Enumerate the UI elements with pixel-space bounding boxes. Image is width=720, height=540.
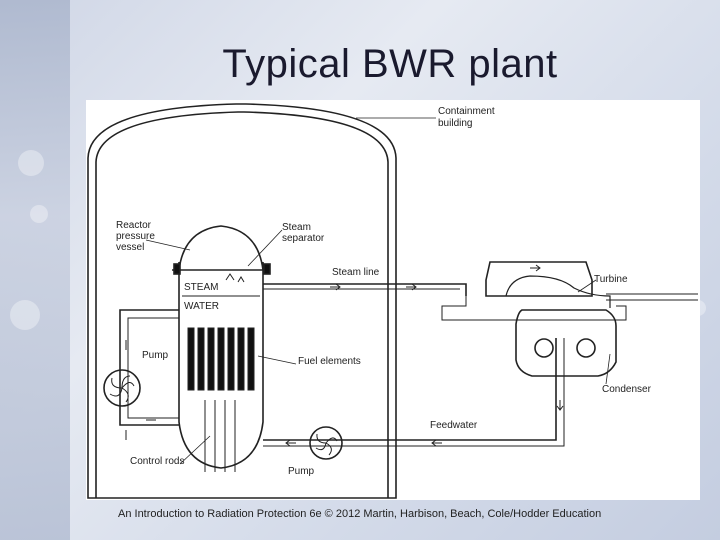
background-band — [0, 0, 70, 540]
recirculation-loop — [119, 309, 179, 426]
containment-inner-wall — [95, 111, 389, 498]
label-pump-left: Pump — [142, 350, 169, 361]
background-bubble — [18, 150, 44, 176]
background-bubble — [10, 300, 40, 330]
slide-title: Typical BWR plant — [222, 42, 558, 86]
label-feedwater: Feedwater — [430, 420, 478, 431]
label-water: WATER — [184, 301, 219, 312]
steam-line — [263, 283, 467, 296]
label-turbine: Turbine — [594, 274, 628, 285]
feedwater-line — [263, 338, 557, 441]
label-fuel-elements: Fuel elements — [298, 356, 361, 367]
label-control-rods: Control rods — [130, 456, 184, 467]
control-rods — [204, 400, 236, 472]
turbine — [485, 261, 593, 297]
label-condenser: Condenser — [602, 384, 652, 395]
reactor-vessel — [178, 225, 264, 469]
fuel-elements — [187, 327, 255, 391]
background-bubble — [30, 205, 48, 223]
label-pump-bottom: Pump — [288, 466, 315, 477]
feedwater-pump-icon — [309, 426, 343, 460]
condenser — [515, 309, 617, 377]
label-steam-line: Steam line — [332, 267, 380, 278]
left-pump-icon — [103, 369, 141, 407]
steam-separator — [225, 273, 245, 283]
label-steam: STEAM — [184, 282, 218, 293]
slide-footer: An Introduction to Radiation Protection … — [118, 508, 602, 520]
containment-outer-wall — [87, 103, 397, 499]
